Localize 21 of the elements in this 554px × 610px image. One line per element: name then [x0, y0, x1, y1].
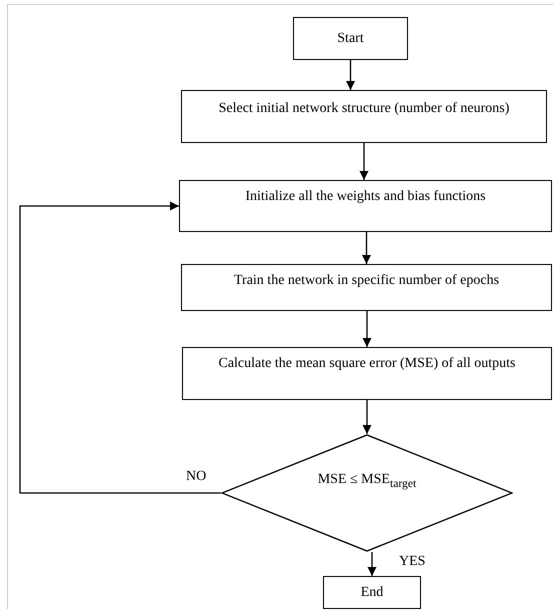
node-text: Train the network in specific number of epochs: [232, 273, 500, 289]
node-text: End: [360, 585, 384, 601]
terminal-box: [293, 17, 408, 60]
arrow: [359, 143, 369, 180]
decision-diamond: [221, 434, 513, 552]
arrow: [362, 400, 372, 434]
arrow: [362, 311, 372, 347]
node-text: Start: [336, 31, 365, 47]
node-text: Select initial network structure (number of neurons): [218, 101, 510, 117]
arrow: [367, 552, 377, 576]
node-text: Calculate the mean square error (MSE) of all outputs: [217, 356, 516, 372]
terminal-box: [323, 576, 421, 609]
arrow: [19, 201, 221, 494]
arrow: [346, 60, 356, 90]
arrow: [362, 232, 372, 264]
process-box: [182, 347, 552, 400]
process-box: [179, 180, 552, 232]
process-box: [181, 90, 547, 143]
node-text: Initialize all the weights and bias functions: [244, 189, 487, 205]
node-text: MSE ≤ MSE$_{target}$: [316, 472, 418, 490]
process-box: [181, 264, 552, 311]
